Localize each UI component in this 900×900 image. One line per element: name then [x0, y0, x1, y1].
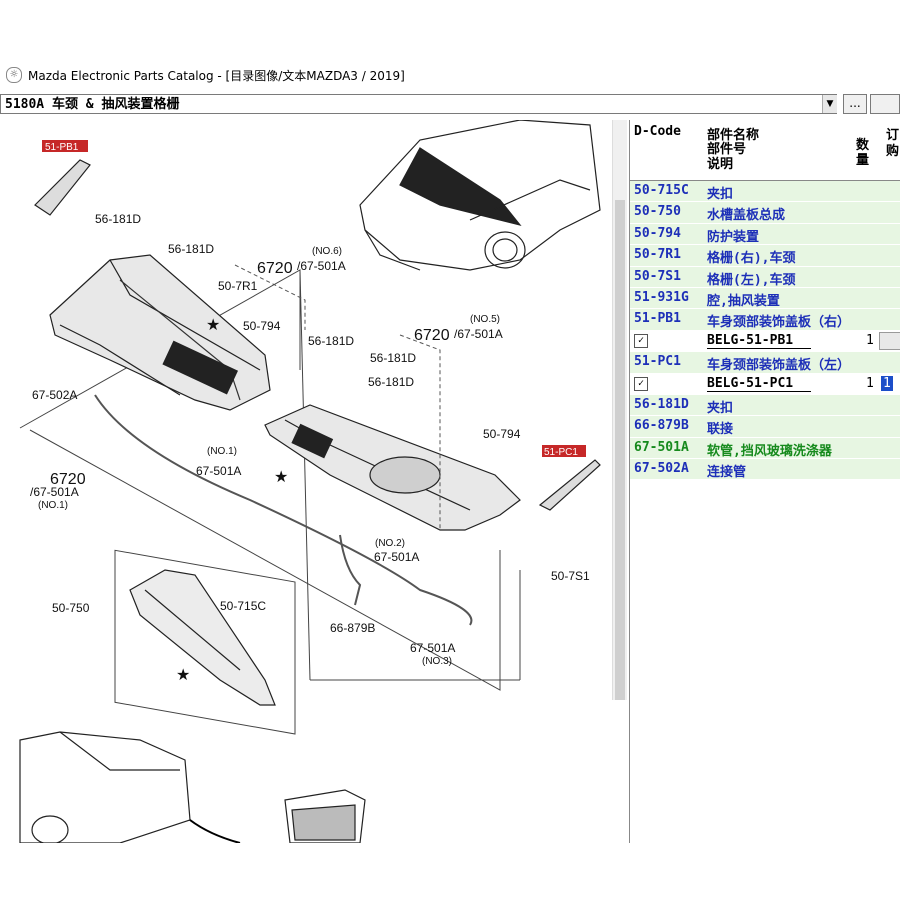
- label-50-750: 50-750: [52, 601, 90, 615]
- part-number: BELG-51-PB1: [707, 333, 812, 349]
- label-50-794-b: 50-794: [483, 427, 521, 441]
- callout-51-pb1[interactable]: 51-PB1: [42, 140, 88, 153]
- header-part-name[interactable]: 部件名称: [707, 128, 760, 143]
- lower-grille: [264, 404, 521, 531]
- browse-button[interactable]: ...: [843, 94, 867, 114]
- order-quantity-field[interactable]: [879, 331, 900, 350]
- star-marker: ★: [274, 469, 288, 486]
- label-6720-a: 6720: [257, 260, 293, 277]
- diagram-drawing: 51-PB1 51-PC1: [19, 120, 601, 843]
- label-67-502a: 67-502A: [32, 388, 77, 402]
- scrollbar-thumb[interactable]: [615, 200, 625, 700]
- label-50-7r1: 50-7R1: [218, 279, 258, 293]
- label-67-501a-c: 67-501A: [196, 464, 241, 478]
- parts-list-header: D-Code 部件名称 部件号 说明 数量 订 购: [630, 120, 900, 181]
- header-order-2: 购: [886, 144, 900, 159]
- label-67-501a-d: /67-501A: [30, 485, 79, 499]
- label-no6: (NO.6): [312, 246, 342, 257]
- label-66-879b: 66-879B: [330, 621, 375, 635]
- label-56-181d-c: 56-181D: [308, 334, 354, 348]
- upper-grille: [49, 254, 271, 411]
- callout-pb1-label: 51-PB1: [45, 142, 79, 153]
- star-marker: ★: [206, 317, 220, 334]
- label-56-181d-a: 56-181D: [95, 212, 141, 226]
- quantity-value: 1: [866, 332, 874, 348]
- label-50-794-a: 50-794: [243, 319, 281, 333]
- callout-51-pc1[interactable]: 51-PC1: [542, 445, 586, 458]
- label-50-7s1: 50-7S1: [551, 569, 590, 583]
- header-quantity[interactable]: 数量: [856, 138, 870, 168]
- car-illustration-top: [359, 120, 601, 271]
- part-number-row[interactable]: ✓ BELG-51-PB1 1: [630, 330, 900, 353]
- label-56-181d-e: 56-181D: [368, 375, 414, 389]
- label-no1-b: (NO.1): [38, 500, 68, 511]
- window-title: Mazda Electronic Parts Catalog - [目录图像/文…: [28, 68, 405, 83]
- label-no5: (NO.5): [470, 314, 500, 325]
- callout-pc1-label: 51-PC1: [544, 447, 578, 458]
- star-marker: ★: [176, 667, 190, 684]
- header-part-number: 部件号: [707, 142, 747, 157]
- label-56-181d-b: 56-181D: [168, 242, 214, 256]
- group-select-dropdown[interactable]: 5180A 车颈 & 抽风装置格栅: [0, 94, 837, 114]
- header-order-1: 订: [886, 128, 900, 143]
- cowl-cover: [129, 569, 276, 706]
- app-icon: ☼: [6, 67, 22, 83]
- label-50-715c: 50-715C: [220, 599, 266, 613]
- label-6720-c: 6720: [50, 471, 86, 488]
- label-67-501a-f: 67-501A: [410, 641, 455, 655]
- order-checkbox[interactable]: ✓: [634, 376, 648, 391]
- parts-diagram[interactable]: 51-PB1 51-PC1: [0, 120, 612, 843]
- header-description: 说明: [707, 157, 734, 172]
- label-no2: (NO.2): [375, 538, 405, 549]
- header-dcode[interactable]: D-Code: [634, 124, 681, 139]
- group-select-value: 5180A 车颈 & 抽风装置格栅: [5, 97, 180, 112]
- label-no3: (NO.3): [422, 656, 452, 667]
- title-bar: ☼ Mazda Electronic Parts Catalog - [目录图像…: [0, 62, 900, 88]
- label-6720-b: 6720: [414, 327, 450, 344]
- label-67-501a-e: 67-501A: [374, 550, 419, 564]
- diagram-scrollbar[interactable]: [612, 120, 627, 700]
- quantity-value: 1: [866, 375, 874, 391]
- order-quantity-field[interactable]: 1: [881, 375, 893, 391]
- part-number-row[interactable]: ✓ BELG-51-PC1 1 1: [630, 373, 900, 395]
- label-67-501a-b: /67-501A: [454, 327, 503, 341]
- part-number: BELG-51-PC1: [707, 376, 812, 392]
- car-illustration-bottom: [19, 731, 366, 843]
- label-56-181d-d: 56-181D: [370, 351, 416, 365]
- group-select-row: 5180A 车颈 & 抽风装置格栅 ▼ ...: [0, 94, 900, 116]
- label-no1-a: (NO.1): [207, 446, 237, 457]
- label-67-501a-a: /67-501A: [297, 259, 346, 273]
- order-checkbox[interactable]: ✓: [634, 333, 648, 348]
- chevron-down-icon[interactable]: ▼: [822, 95, 837, 113]
- side-button[interactable]: [870, 94, 900, 114]
